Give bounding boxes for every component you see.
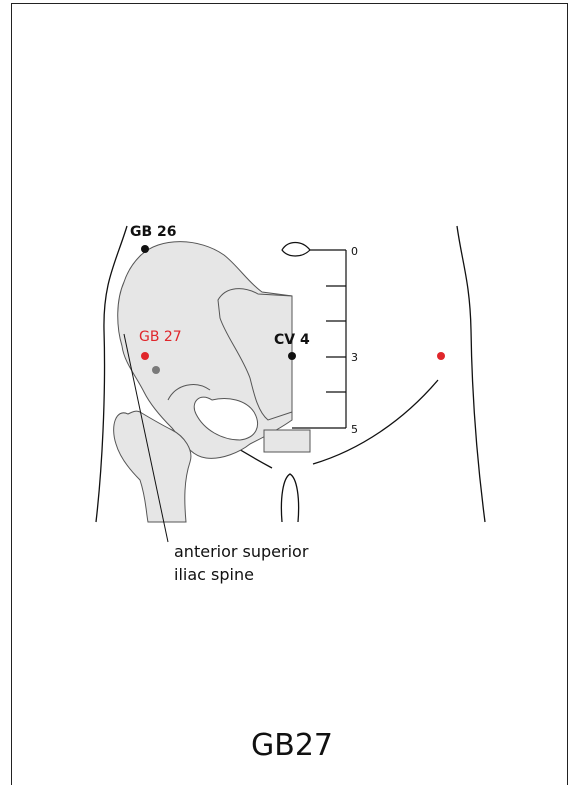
scale-label-0: 0 — [351, 245, 358, 258]
gb26-point — [141, 245, 149, 253]
annotation-line-2: iliac spine — [174, 565, 254, 584]
pubic-symphysis-block — [264, 430, 310, 452]
gb26-label: GB 26 — [130, 224, 177, 240]
gb27-point-left — [141, 352, 149, 360]
left-torso-line — [96, 226, 127, 522]
navel-icon — [282, 243, 310, 257]
gb27-point-right — [437, 352, 445, 360]
annotation-line-1: anterior superior — [174, 542, 309, 561]
right-torso-line — [457, 226, 485, 522]
cv4-point — [288, 352, 296, 360]
genital-outline — [281, 474, 298, 522]
asis-marker — [152, 366, 160, 374]
scale-label-5: 5 — [351, 423, 358, 436]
scale-label-3: 3 — [351, 351, 358, 364]
page-title: GB27 — [251, 728, 333, 763]
gb27-label: GB 27 — [139, 329, 182, 345]
cv4-label: CV 4 — [274, 332, 310, 348]
pelvis-illustration — [114, 242, 310, 522]
